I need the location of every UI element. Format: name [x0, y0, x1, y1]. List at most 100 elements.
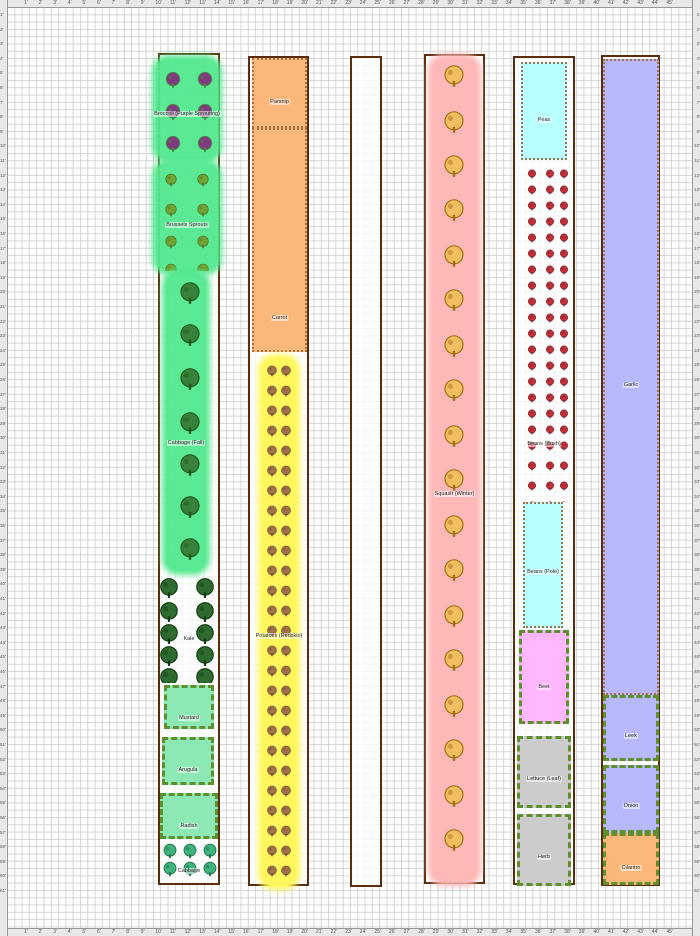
- ruler-tick: 26': [389, 0, 396, 6]
- bottom-ruler: [0, 928, 700, 936]
- broccoli-icon: [164, 71, 182, 94]
- potato-icon: [280, 824, 292, 842]
- kale-icon: [194, 601, 216, 628]
- cabbage-leaf-icon: [202, 843, 218, 864]
- plant-icon-group: [522, 633, 566, 721]
- plant-zone-cabbage[interactable]: Cabbage (Fall): [166, 273, 206, 571]
- garden-bed-3[interactable]: [350, 56, 382, 887]
- potato-icon: [266, 364, 278, 382]
- plant-zone-beet[interactable]: Beet: [519, 630, 569, 724]
- ruler-tick: 16': [0, 231, 6, 236]
- potato-icon: [266, 784, 278, 802]
- bean-icon: [527, 278, 537, 296]
- plant-zone-potato[interactable]: Potatoes (Redskin): [254, 358, 304, 886]
- ruler-tick: 30': [447, 0, 454, 6]
- squash-icon: [442, 604, 466, 633]
- plant-zone-arugula[interactable]: Arugula: [162, 737, 214, 785]
- plant-zone-mustard[interactable]: Mustard: [164, 685, 214, 729]
- plant-zone-herb[interactable]: Herb: [517, 814, 571, 886]
- ruler-tick: 15': [0, 216, 6, 222]
- ruler-tick: 4': [696, 55, 700, 61]
- plant-zone-radish[interactable]: Radish: [160, 793, 218, 839]
- garden-bed-4[interactable]: Squash (Winter): [424, 54, 485, 884]
- ruler-tick: 18': [0, 260, 6, 266]
- plant-icon-group: [254, 60, 305, 126]
- plant-zone-squash[interactable]: Squash (Winter): [432, 58, 477, 882]
- cabbage-leaf-icon: [162, 861, 178, 882]
- plant-label: Onion: [622, 803, 640, 809]
- garden-bed-1[interactable]: Broccoli (Purple Sprouting)Brussels Spro…: [153, 53, 221, 885]
- potato-icon: [280, 844, 292, 862]
- plant-zone-onion[interactable]: Onion: [603, 765, 659, 833]
- ruler-tick: 19': [286, 929, 294, 935]
- ruler-tick: 55': [0, 800, 6, 806]
- potato-icon: [266, 684, 278, 702]
- ruler-tick: 26': [0, 377, 6, 382]
- cabbage-icon: [178, 537, 202, 566]
- ruler-tick: 46': [694, 669, 700, 674]
- plant-icon-group: [158, 573, 220, 683]
- plant-icon-group: [163, 796, 215, 836]
- plant-zone-parsnip[interactable]: Parsnip: [252, 58, 307, 128]
- ruler-tick: 32': [694, 464, 700, 470]
- potato-icon: [266, 424, 278, 442]
- plant-zone-bean[interactable]: Beans (Bush): [519, 162, 569, 502]
- potato-icon: [280, 684, 292, 702]
- ruler-tick: 37': [549, 0, 557, 6]
- ruler-tick: 5': [0, 70, 4, 76]
- squash-icon: [442, 288, 466, 317]
- plant-zone-pea[interactable]: Peas: [521, 62, 567, 160]
- potato-icon: [280, 724, 292, 742]
- ruler-tick: 32': [476, 0, 484, 6]
- potato-icon: [266, 764, 278, 782]
- top-ruler: [0, 0, 700, 8]
- plant-zone-broccoli[interactable]: Broccoli (Purple Sprouting): [153, 59, 221, 159]
- plant-zone-garlic[interactable]: Garlic: [603, 59, 659, 695]
- ruler-tick: 24': [359, 929, 367, 935]
- plant-label: Kale: [182, 636, 196, 642]
- ruler-tick: 37': [694, 537, 700, 543]
- plant-zone-cilantro[interactable]: Cilantro: [603, 833, 659, 885]
- plant-zone-lettuce[interactable]: Lettuce (Leaf): [517, 736, 571, 808]
- bean-icon: [559, 422, 569, 440]
- ruler-tick: 54': [0, 785, 6, 791]
- bean-icon: [559, 326, 569, 344]
- plant-label: Leek: [624, 733, 638, 739]
- plant-icon-group: [519, 162, 569, 502]
- plant-label: Beans (Bush): [526, 441, 562, 447]
- squash-icon: [442, 694, 466, 723]
- ruler-tick: 29': [432, 929, 440, 935]
- potato-icon: [280, 564, 292, 582]
- ruler-tick: 4': [67, 929, 72, 935]
- ruler-tick: 20': [301, 0, 308, 6]
- ruler-tick: 25': [374, 929, 381, 935]
- plant-zone-pole-bean[interactable]: Beans (Pole): [523, 502, 563, 628]
- ruler-tick: 28': [418, 929, 425, 935]
- ruler-tick: 39': [694, 566, 700, 572]
- ruler-tick: 26': [389, 929, 396, 935]
- plant-zone-leek[interactable]: Leek: [603, 695, 659, 761]
- kale-icon: [194, 667, 216, 683]
- broccoli-icon: [164, 135, 182, 158]
- bean-icon: [559, 166, 569, 184]
- plant-zone-cabbage-leaf[interactable]: Cabbage: [160, 841, 218, 883]
- cabbage-icon: [178, 281, 202, 310]
- bean-icon: [545, 278, 555, 296]
- plant-zone-kale[interactable]: Kale: [158, 573, 220, 683]
- squash-icon: [442, 514, 466, 543]
- potato-icon: [280, 484, 292, 502]
- ruler-tick: 2': [38, 929, 43, 935]
- potato-icon: [266, 724, 278, 742]
- plant-zone-carrot[interactable]: Carrot: [252, 128, 307, 352]
- ruler-tick: 4': [0, 55, 4, 61]
- cabbage-icon: [178, 453, 202, 482]
- plant-zone-brussels-sprouts[interactable]: Brussels Sprouts: [156, 163, 218, 271]
- ruler-tick: 44': [651, 0, 659, 6]
- ruler-tick: 22': [330, 929, 338, 935]
- ruler-tick: 15': [228, 929, 235, 935]
- plant-label: Mustard: [178, 715, 200, 721]
